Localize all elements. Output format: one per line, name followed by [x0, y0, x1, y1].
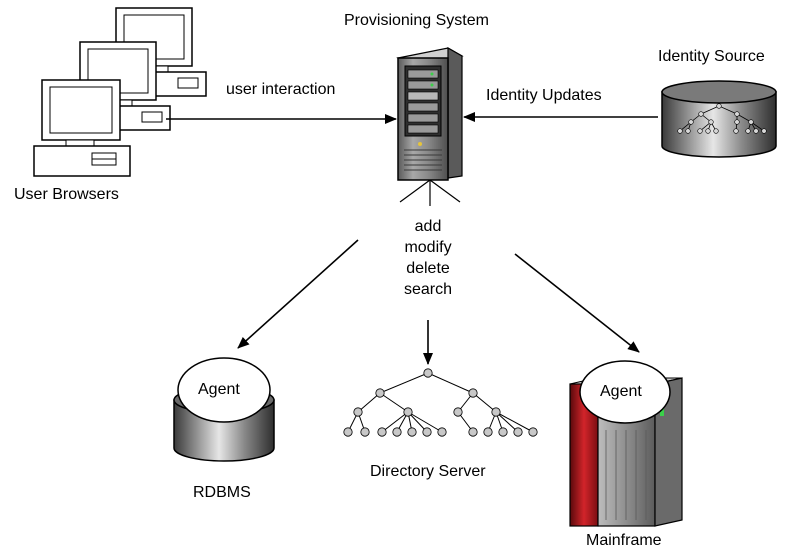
user-browsers-label: User Browsers [14, 186, 119, 203]
identity-source-icon [661, 80, 777, 158]
rdbms-icon [173, 357, 275, 462]
rdbms-arrow [237, 239, 359, 349]
agent-badge [579, 360, 671, 424]
identity-updates-label: Identity Updates [486, 87, 602, 104]
mainframe-icon [569, 360, 683, 527]
operation-add: add [414, 218, 442, 235]
operations-list: add modify delete search [388, 216, 468, 300]
provisioning-server-icon [396, 46, 464, 206]
directory-tree-icon [343, 368, 538, 437]
mainframe-label: Mainframe [586, 532, 662, 549]
connectors [166, 112, 658, 365]
provisioning-system-label: Provisioning System [344, 12, 489, 29]
operation-search: search [403, 281, 453, 298]
mainframe-agent-label: Agent [600, 383, 642, 400]
user-browsers-icon [33, 7, 207, 177]
rdbms-agent-label: Agent [198, 381, 240, 398]
user-interaction-label: user interaction [226, 81, 336, 98]
rdbms-label: RDBMS [193, 484, 251, 501]
operation-modify: modify [404, 239, 452, 256]
directory-server-label: Directory Server [370, 463, 486, 480]
workstation-icon [33, 79, 131, 177]
identity-source-label: Identity Source [658, 48, 765, 65]
operation-delete: delete [406, 260, 450, 277]
mainframe-arrow [514, 253, 640, 353]
agent-badge [177, 357, 271, 423]
